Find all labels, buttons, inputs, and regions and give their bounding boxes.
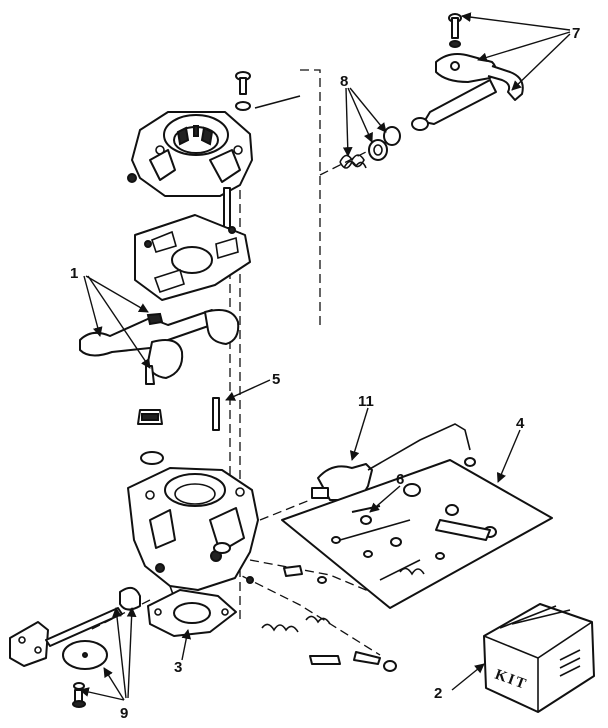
callout-1: 1 — [70, 265, 78, 282]
idle-screws-springs — [261, 565, 397, 672]
leader-lines — [79, 12, 571, 701]
callout-7: 7 — [572, 25, 580, 42]
vertical-pins — [223, 187, 231, 229]
float-assembly — [79, 309, 240, 385]
choke-plate-assembly — [411, 13, 524, 131]
air-horn-gasket — [134, 214, 251, 301]
kit-box: KIT — [483, 603, 595, 713]
repair-kit-card — [281, 459, 553, 609]
callout-3: 3 — [174, 659, 182, 676]
idle-solenoid — [311, 423, 476, 501]
callout-6: 6 — [396, 471, 404, 488]
flange-gasket — [147, 589, 237, 637]
callout-2: 2 — [434, 685, 442, 702]
callout-5: 5 — [272, 371, 280, 388]
choke-spring-parts — [339, 126, 401, 169]
air-horn-top-body — [127, 111, 253, 197]
carburetor-main-body — [127, 467, 259, 601]
callout-4: 4 — [516, 415, 525, 432]
callout-labels: 1 2 3 4 5 6 7 8 9 11 — [70, 25, 580, 722]
callout-9: 9 — [120, 705, 128, 722]
needle-seat — [137, 397, 220, 465]
callout-8: 8 — [340, 73, 348, 90]
callout-11: 11 — [358, 393, 374, 410]
top-screw — [235, 71, 301, 111]
